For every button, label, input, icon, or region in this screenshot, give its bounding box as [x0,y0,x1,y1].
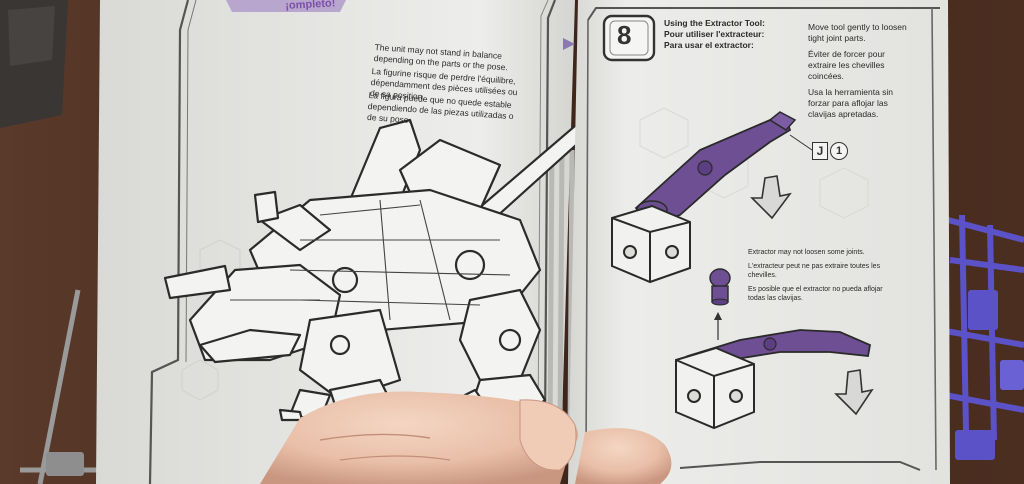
tool-title-fr: Pour utiliser l'extracteur: [664,29,765,39]
zoid-line-art [163,98,616,442]
part-letter-box: J [812,142,828,160]
right-page [568,0,950,484]
step-number: 8 [617,20,632,50]
warn-es-1: Es posible que el extractor no pueda afl… [748,286,883,293]
warn-fr-2: chevilles. [748,272,777,279]
warn-en: Extractor may not loosen some joints. [748,249,865,256]
instr-es-2: forzar para aflojar las [808,98,888,108]
instr-fr-3: coincées. [808,71,844,81]
peg-part [709,268,731,306]
joint-cube [611,204,691,284]
warn-fr-1: L'extracteur peut ne pas extraire toutes… [748,263,881,270]
down-arrow [750,175,792,220]
instr-es-3: clavijas apretadas. [808,109,879,119]
instr-fr-2: extraire les chevilles [808,60,885,70]
hand [260,391,672,484]
instr-en-1: Move tool gently to loosen [808,22,907,32]
instr-es-1: Usa la herramienta sin [808,87,894,97]
tool-title-es: Para usar el extractor: [664,40,754,50]
step-box [602,14,656,62]
instr-fr-1: Éviter de forcer pour [808,49,886,59]
warn-es-2: todas las clavijas. [748,295,803,302]
instr-en-2: tight joint parts. [808,33,866,43]
blue-sprue [939,214,1024,441]
tool-title-en: Using the Extractor Tool: [664,18,765,28]
continue-arrow [563,38,575,50]
part-number-circle: 1 [830,142,848,160]
